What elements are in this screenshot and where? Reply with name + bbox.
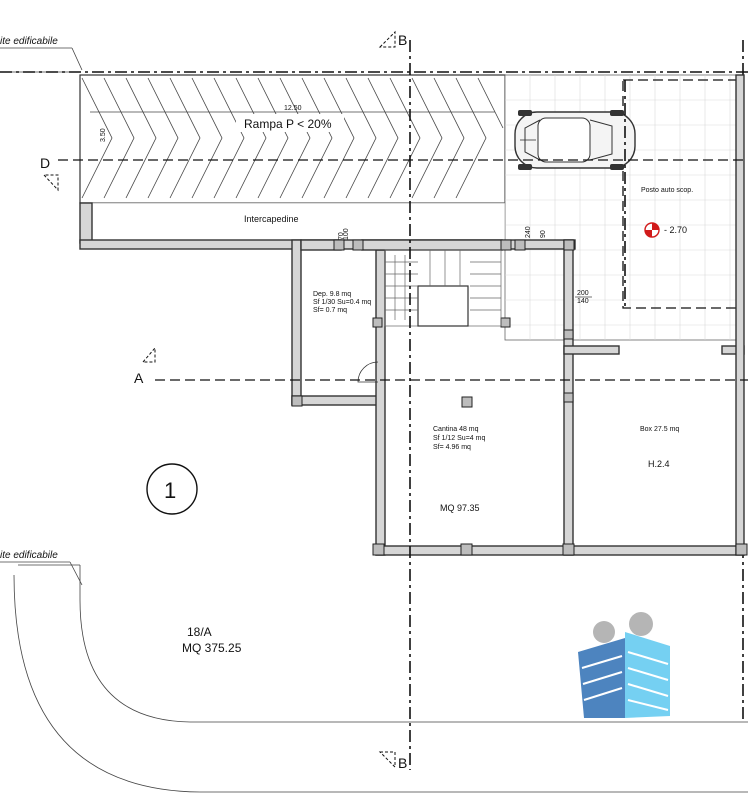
intercapedine-strip	[79, 202, 506, 244]
parking-label: Posto auto scop.	[641, 187, 693, 194]
section-marker-b-bottom: B	[378, 751, 407, 771]
section-marker-d: D	[40, 155, 59, 192]
dep-label-2: Sf 1/30 Su=0.4 mq	[313, 299, 371, 306]
mq-total-label: MQ 97.35	[440, 503, 480, 513]
ramp-label-bg	[236, 114, 344, 132]
limit-leader-bottom-2	[69, 561, 83, 586]
ramp-label: Rampa P < 20%	[244, 117, 332, 131]
cantina-label-1: Cantina 48 mq	[433, 426, 479, 433]
lot-number-circle	[146, 463, 198, 515]
intercapedine-left-wall	[79, 202, 93, 244]
car-icon	[514, 110, 636, 170]
level-label: - 2.70	[664, 225, 687, 235]
section-a-label: A	[134, 370, 144, 386]
level-marker-icon	[644, 222, 660, 238]
section-b-bottom-label: B	[398, 755, 407, 771]
section-d-label: D	[40, 155, 50, 171]
staircase	[384, 249, 502, 327]
dim-140: 140	[577, 298, 589, 305]
lot-area: MQ 375.25	[182, 641, 242, 655]
door-swing	[357, 361, 379, 383]
limit-label-bottom: ite edificabile	[0, 550, 58, 561]
section-b-top-label: B	[398, 32, 407, 48]
lot-boundary-curve	[79, 565, 748, 723]
building-limit-line	[0, 71, 80, 566]
box-height-label: H.2.4	[648, 459, 670, 469]
outer-boundary-curve	[13, 574, 748, 793]
ramp-area	[79, 74, 506, 204]
ramp-chevrons	[81, 77, 504, 199]
dim-90: 90	[540, 230, 547, 238]
pillars	[291, 239, 748, 556]
lot-number: 1	[164, 478, 176, 503]
dim-200: 200	[577, 290, 589, 297]
dep-label-1: Dep. 9.8 mq	[313, 291, 351, 298]
limit-label-top: ite edificabile	[0, 36, 58, 47]
cantina-label-3: Sf= 4.96 mq	[433, 444, 471, 451]
dim-70: 70	[338, 232, 345, 240]
lot-code: 18/A	[187, 625, 212, 639]
dim-100: 100	[343, 228, 350, 240]
cantina-label-2: Sf 1/12 Su=4 mq	[433, 435, 485, 442]
box-label: Box 27.5 mq	[640, 426, 679, 433]
dim-240: 240	[525, 226, 532, 238]
section-marker-a: A	[134, 346, 156, 386]
dep-label-3: Sf= 0.7 mq	[313, 307, 347, 314]
ramp-width-label: 3.50	[100, 128, 107, 142]
intercapedine-label: Intercapedine	[244, 214, 299, 224]
watermark-logo	[578, 612, 670, 718]
limit-leader-top-2	[71, 47, 83, 71]
ramp-length-label: 12.50	[284, 105, 302, 112]
section-marker-b-top: B	[378, 30, 407, 48]
